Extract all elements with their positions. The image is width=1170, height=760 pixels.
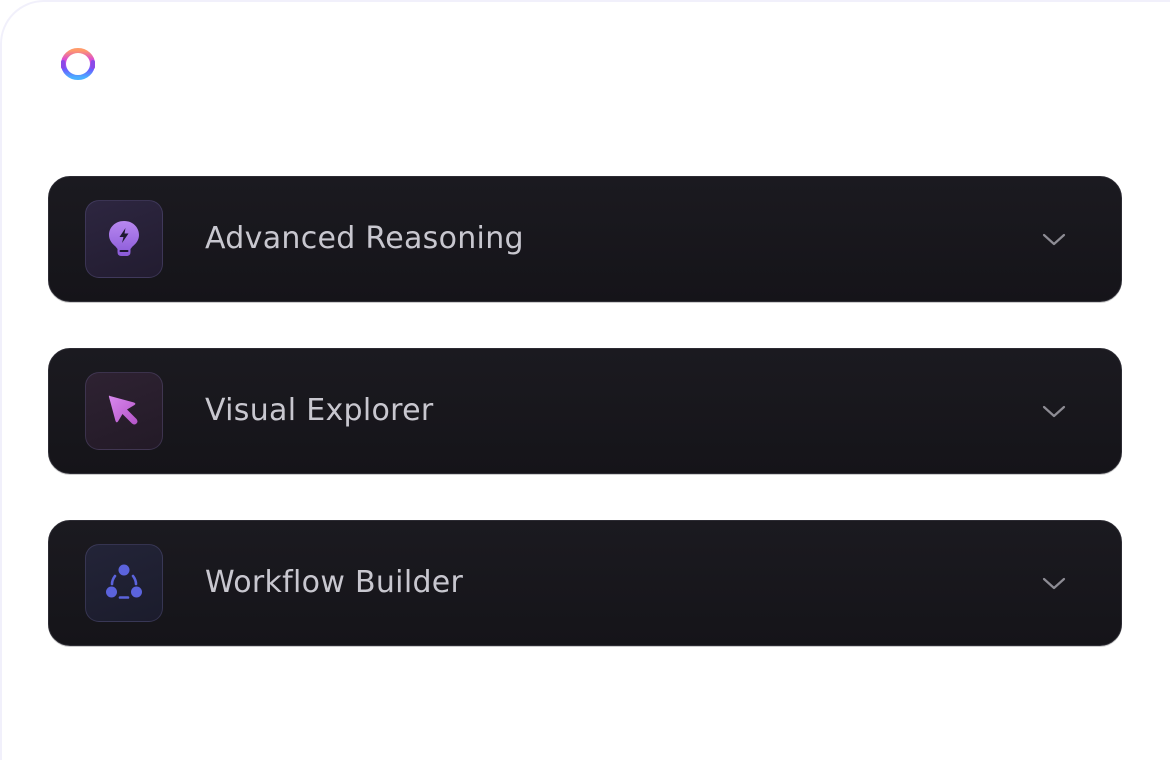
chevron-down-icon[interactable] xyxy=(1041,571,1067,597)
cursor-arrow-icon xyxy=(108,395,138,425)
workflow-nodes-icon xyxy=(106,564,142,599)
chevron-down-icon[interactable] xyxy=(1041,227,1067,253)
accordion-item-label: Workflow Builder xyxy=(205,565,464,600)
accordion-item-label: Advanced Reasoning xyxy=(205,221,524,256)
accordion-item-workflow-builder[interactable]: Workflow Builder xyxy=(48,520,1122,646)
lightbulb-bolt-icon xyxy=(109,221,139,256)
app-logo-icon xyxy=(61,48,95,80)
accordion-item-label: Visual Explorer xyxy=(205,393,434,428)
chevron-down-icon[interactable] xyxy=(1041,399,1067,425)
accordion-item-visual-explorer[interactable]: Visual Explorer xyxy=(48,348,1122,474)
icon-tile xyxy=(85,544,163,622)
icon-tile xyxy=(85,372,163,450)
icon-tile xyxy=(85,200,163,278)
accordion-item-advanced-reasoning[interactable]: Advanced Reasoning xyxy=(48,176,1122,302)
feature-accordion: Advanced Reasoning Visual Explorer xyxy=(48,176,1122,692)
